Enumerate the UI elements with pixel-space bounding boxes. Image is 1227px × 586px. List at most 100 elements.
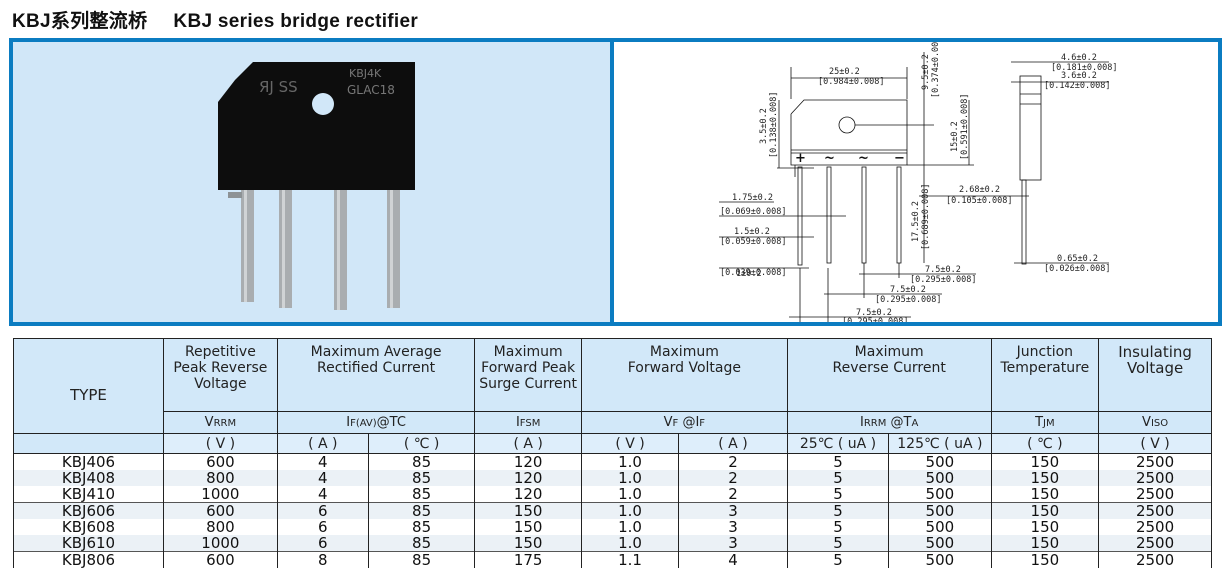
cell-irrm-25: 5 — [786, 551, 890, 568]
cell-if-a: 4 — [276, 486, 369, 503]
photo-logo: ЯJ SS — [259, 78, 298, 96]
cell-tc: 85 — [367, 551, 476, 568]
cell-if-a: 6 — [276, 519, 369, 535]
dim-thick2-mm: 3.6±0.2 — [1061, 71, 1097, 81]
dim-lead-w1-mm: 1.75±0.2 — [732, 193, 773, 203]
cell-tjm: 150 — [990, 551, 1100, 568]
cell-vf: 1.0 — [580, 519, 680, 535]
dim-side-offset-mm: 2.68±0.2 — [959, 185, 1000, 195]
symbol-vf: VF @IF — [580, 411, 788, 434]
cell-ifsm: 120 — [474, 470, 582, 486]
symbol-tjm: TJM — [990, 411, 1100, 434]
cell-irrm-125: 500 — [888, 453, 992, 470]
component-body — [218, 62, 415, 190]
cell-tc: 85 — [367, 535, 476, 552]
cell-tc: 85 — [367, 519, 476, 535]
cell-ifsm: 150 — [474, 502, 582, 519]
unit-vf: ( V ) — [580, 433, 680, 454]
dim-lead-w1-in: [0.069±0.008] — [720, 207, 787, 217]
panel-divider — [610, 42, 614, 322]
cell-vf: 1.0 — [580, 453, 680, 470]
symbol-if: IF(AV)@TC — [276, 411, 476, 434]
dim-lead-len-in: [0.689±0.008] — [921, 183, 931, 250]
cell-if-a: 6 — [276, 502, 369, 519]
cell-vrrm: 1000 — [163, 486, 278, 503]
cell-irrm-125: 500 — [888, 551, 992, 568]
cell-tjm: 150 — [990, 519, 1100, 535]
dim-lead-t-mm: 0.65±0.2 — [1057, 254, 1098, 264]
cell-type: KBJ406 — [13, 453, 164, 470]
cell-if-a: 6 — [276, 535, 369, 552]
dim-body-h-in: [0.591±0.008] — [960, 93, 970, 160]
dim-pitch1-mm: 1±0.2 — [736, 269, 762, 279]
dim-top-h-mm: 9.5±0.2 — [921, 54, 931, 90]
dim-pitch-a-mm: 7.5±0.2 — [925, 265, 961, 275]
cell-vrrm: 600 — [163, 551, 278, 568]
mounting-hole — [312, 93, 334, 115]
dim-lead-w2-mm: 1.5±0.2 — [734, 227, 770, 237]
cell-type: KBJ806 — [13, 551, 164, 568]
pin-label-minus: − — [894, 151, 905, 166]
cell-irrm-125: 500 — [888, 486, 992, 503]
pin-label-ac2: ~ — [858, 151, 869, 166]
cell-ifsm: 150 — [474, 519, 582, 535]
unit-if: ( A ) — [678, 433, 788, 454]
cell-if: 4 — [678, 551, 788, 568]
cell-ifsm: 175 — [474, 551, 582, 568]
unit-tc: ( ℃ ) — [367, 433, 476, 454]
dim-pitch-b-in: [0.295±0.008] — [875, 295, 942, 305]
cell-if: 3 — [678, 535, 788, 552]
component-photo: ЯJ SS KBJ4K GLAC18 — [218, 62, 415, 310]
cell-ifsm: 150 — [474, 535, 582, 552]
header-type: TYPE — [13, 338, 164, 434]
unit-tjm: ( ℃ ) — [990, 433, 1100, 454]
cell-if: 3 — [678, 519, 788, 535]
cell-vrrm: 800 — [163, 519, 278, 535]
cell-viso: 2500 — [1098, 502, 1212, 519]
cell-tjm: 150 — [990, 486, 1100, 503]
cell-irrm-125: 500 — [888, 502, 992, 519]
header-row-units: ( V ) ( A ) ( ℃ ) ( A ) ( V ) ( A ) 25℃ … — [13, 433, 1212, 454]
dim-hole-mm: 3.5±0.2 — [759, 108, 769, 144]
dim-lead-w3-in: [0.039±0.008] — [720, 268, 787, 278]
cell-if: 2 — [678, 486, 788, 503]
dim-lead-w2-in: [0.059±0.008] — [720, 237, 787, 247]
dim-pitch-c-in: [0.295±0.008] — [842, 317, 909, 322]
dimension-drawing: + ~ ~ − 25±0.2 [0.984±0.008] 1±0.2 [0.03… — [719, 42, 1118, 322]
component-leads — [228, 162, 400, 310]
cell-vf: 1.1 — [580, 551, 680, 568]
dim-side-offset-in: [0.105±0.008] — [946, 196, 1013, 206]
component-photo-panel: ЯJ SS KBJ4K GLAC18 — [13, 42, 610, 322]
pin-label-plus: + — [795, 151, 806, 166]
cell-irrm-25: 5 — [786, 453, 890, 470]
photo-marking-line1: KBJ4K — [349, 67, 382, 80]
cell-vrrm: 800 — [163, 470, 278, 486]
cell-type: KBJ408 — [13, 470, 164, 486]
cell-tjm: 150 — [990, 535, 1100, 552]
cell-irrm-25: 5 — [786, 486, 890, 503]
header-row-symbols: VRRM IF(AV)@TC IFSM VF @IF IRRM @TA TJM … — [14, 411, 1212, 434]
dim-lead-t-in: [0.026±0.008] — [1044, 264, 1111, 274]
cell-if: 2 — [678, 453, 788, 470]
dim-thick2-in: [0.142±0.008] — [1044, 81, 1111, 91]
cell-if: 3 — [678, 502, 788, 519]
cell-irrm-25: 5 — [786, 502, 890, 519]
cell-tc: 85 — [367, 486, 476, 503]
cell-tc: 85 — [367, 453, 476, 470]
cell-vrrm: 600 — [163, 453, 278, 470]
front-view — [719, 52, 1109, 322]
cell-if: 2 — [678, 470, 788, 486]
unit-vrrm: ( V ) — [163, 433, 278, 454]
cell-tc: 85 — [367, 502, 476, 519]
dim-thick1-in: [0.181±0.008] — [1051, 63, 1118, 73]
